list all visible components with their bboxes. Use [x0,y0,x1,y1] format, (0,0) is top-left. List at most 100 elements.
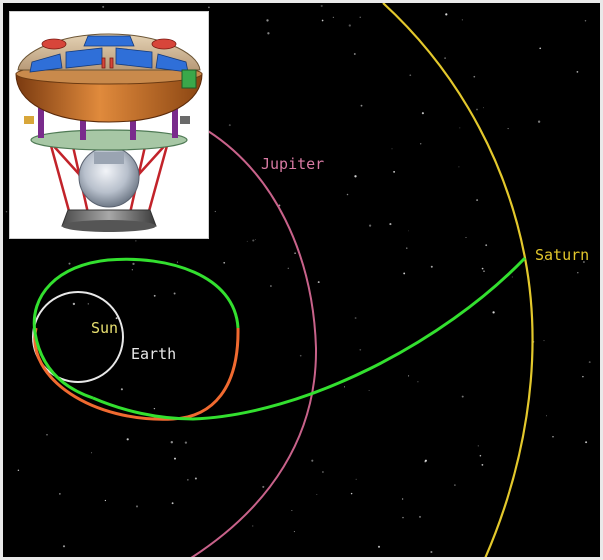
star [5,210,8,213]
star [543,340,545,342]
star [316,493,318,496]
star [543,259,545,261]
star [291,510,293,511]
jupiter-orbit [190,130,318,557]
star [332,16,335,19]
star [262,485,265,488]
star [492,311,495,314]
star [539,47,542,50]
star [582,261,585,263]
star [246,240,248,242]
star [59,493,61,495]
star [408,375,410,377]
star [459,127,461,129]
star [445,13,448,16]
star [91,452,93,454]
star [458,166,460,168]
star [419,143,422,145]
star [17,469,20,472]
star [430,550,433,554]
star [184,441,188,444]
star [135,505,139,508]
star [424,459,427,462]
trajectory-orange-segment [33,327,240,421]
star [377,545,381,548]
spacecraft-probe-icon [15,33,203,232]
star [170,441,173,444]
star [294,252,296,254]
star [360,104,363,107]
star [72,302,76,306]
star [321,471,324,473]
star [46,433,48,436]
star [267,32,270,35]
star [228,124,231,127]
star [477,445,479,447]
star [269,285,272,287]
star [266,19,269,22]
star [223,261,226,264]
star [403,272,406,275]
star [317,281,320,284]
star [173,292,176,295]
star [194,477,197,480]
star [350,492,353,495]
star [537,120,541,123]
star [171,502,174,505]
star [62,545,66,548]
star [299,354,302,357]
star [546,415,547,417]
star [132,262,135,266]
star [355,478,357,481]
star [252,239,255,242]
star [214,210,216,213]
star [465,236,467,238]
star [461,395,464,398]
star [68,262,71,265]
star [311,459,314,462]
saturn-label: Saturn [535,246,589,264]
star [585,441,588,444]
star [584,20,587,22]
star [153,294,156,297]
star [444,57,446,59]
star [401,498,404,500]
spacecraft-inset [9,11,209,239]
star [255,239,256,240]
star [344,386,346,388]
star [430,265,433,268]
star [346,193,349,196]
star [87,303,89,305]
star [461,19,463,21]
star [321,19,324,22]
star [481,463,484,466]
star [507,128,509,130]
star [454,484,456,486]
star [368,390,370,391]
star [407,230,409,232]
star [354,175,357,178]
star [176,261,178,263]
star [359,16,361,18]
star [320,4,323,8]
star [174,457,176,460]
star [476,199,479,202]
star [479,454,482,457]
star [588,361,591,364]
star [552,436,554,438]
trajectory-green-transfer [92,256,527,421]
star [409,74,412,77]
star [368,224,372,227]
star [476,108,478,111]
orbit-diagram: Sun Earth Jupiter Saturn [5,3,591,557]
star [483,107,484,109]
star [402,516,404,519]
star [483,270,485,272]
star [120,388,123,391]
star [104,499,107,502]
star [251,525,254,527]
earth-label: Earth [131,345,176,363]
star [126,438,129,441]
star [481,267,484,270]
